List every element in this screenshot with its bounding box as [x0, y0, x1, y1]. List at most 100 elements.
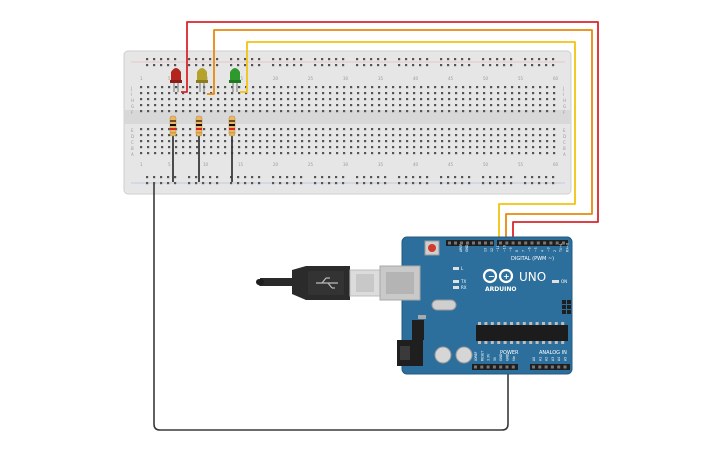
breadboard-hole[interactable] — [469, 92, 472, 95]
rail-hole[interactable] — [440, 64, 443, 67]
breadboard-hole[interactable] — [189, 146, 192, 149]
rail-hole[interactable] — [538, 58, 541, 61]
breadboard-hole[interactable] — [441, 98, 444, 101]
breadboard-hole[interactable] — [329, 128, 332, 131]
rail-hole[interactable] — [146, 64, 149, 67]
breadboard-hole[interactable] — [336, 152, 339, 155]
breadboard-hole[interactable] — [175, 92, 178, 95]
rail-hole[interactable] — [405, 176, 408, 179]
rail-hole[interactable] — [482, 58, 485, 61]
breadboard-hole[interactable] — [217, 134, 220, 137]
breadboard-hole[interactable] — [280, 98, 283, 101]
breadboard-hole[interactable] — [504, 98, 507, 101]
rail-hole[interactable] — [545, 176, 548, 179]
breadboard-hole[interactable] — [497, 92, 500, 95]
rail-hole[interactable] — [272, 182, 275, 185]
breadboard-hole[interactable] — [154, 92, 157, 95]
breadboard-hole[interactable] — [203, 152, 206, 155]
breadboard-hole[interactable] — [455, 146, 458, 149]
breadboard-hole[interactable] — [343, 152, 346, 155]
breadboard-hole[interactable] — [203, 134, 206, 137]
rail-hole[interactable] — [545, 58, 548, 61]
rail-hole[interactable] — [384, 64, 387, 67]
header-pin[interactable] — [486, 365, 490, 369]
breadboard-hole[interactable] — [147, 110, 150, 113]
breadboard-hole[interactable] — [392, 98, 395, 101]
breadboard-hole[interactable] — [350, 146, 353, 149]
breadboard-hole[interactable] — [266, 98, 269, 101]
breadboard-hole[interactable] — [329, 92, 332, 95]
breadboard-hole[interactable] — [553, 86, 556, 89]
breadboard-hole[interactable] — [217, 152, 220, 155]
breadboard-hole[interactable] — [315, 86, 318, 89]
breadboard-hole[interactable] — [238, 104, 241, 107]
rail-hole[interactable] — [216, 176, 219, 179]
rail-hole[interactable] — [293, 182, 296, 185]
rail-hole[interactable] — [419, 182, 422, 185]
rail-hole[interactable] — [237, 182, 240, 185]
breadboard-hole[interactable] — [224, 98, 227, 101]
breadboard-hole[interactable] — [469, 86, 472, 89]
breadboard-hole[interactable] — [469, 98, 472, 101]
breadboard-hole[interactable] — [483, 110, 486, 113]
rail-hole[interactable] — [545, 64, 548, 67]
breadboard-hole[interactable] — [231, 86, 234, 89]
breadboard-hole[interactable] — [161, 152, 164, 155]
header-pin[interactable] — [530, 241, 534, 245]
breadboard-hole[interactable] — [434, 104, 437, 107]
breadboard-hole[interactable] — [154, 110, 157, 113]
breadboard-hole[interactable] — [448, 104, 451, 107]
breadboard-hole[interactable] — [266, 140, 269, 143]
breadboard-hole[interactable] — [238, 92, 241, 95]
breadboard-hole[interactable] — [322, 92, 325, 95]
breadboard-hole[interactable] — [546, 110, 549, 113]
breadboard-hole[interactable] — [448, 128, 451, 131]
rail-hole[interactable] — [482, 64, 485, 67]
rail-hole[interactable] — [363, 182, 366, 185]
breadboard-hole[interactable] — [511, 104, 514, 107]
breadboard-hole[interactable] — [287, 92, 290, 95]
rail-hole[interactable] — [272, 176, 275, 179]
breadboard-hole[interactable] — [469, 134, 472, 137]
header-pin[interactable] — [562, 241, 565, 245]
breadboard-hole[interactable] — [378, 104, 381, 107]
rail-hole[interactable] — [160, 64, 163, 67]
breadboard-hole[interactable] — [357, 98, 360, 101]
breadboard-hole[interactable] — [252, 128, 255, 131]
breadboard-hole[interactable] — [371, 86, 374, 89]
breadboard-hole[interactable] — [168, 140, 171, 143]
breadboard-hole[interactable] — [217, 140, 220, 143]
breadboard-hole[interactable] — [280, 128, 283, 131]
breadboard-hole[interactable] — [385, 110, 388, 113]
rail-hole[interactable] — [314, 176, 317, 179]
rail-hole[interactable] — [489, 64, 492, 67]
header-pin[interactable] — [448, 241, 451, 245]
breadboard-hole[interactable] — [371, 104, 374, 107]
breadboard-hole[interactable] — [273, 110, 276, 113]
breadboard-hole[interactable] — [147, 128, 150, 131]
rail-hole[interactable] — [321, 176, 324, 179]
breadboard-hole[interactable] — [238, 140, 241, 143]
breadboard-hole[interactable] — [357, 152, 360, 155]
breadboard-hole[interactable] — [413, 128, 416, 131]
breadboard-hole[interactable] — [504, 146, 507, 149]
breadboard-hole[interactable] — [385, 140, 388, 143]
breadboard-hole[interactable] — [546, 152, 549, 155]
rail-hole[interactable] — [384, 58, 387, 61]
breadboard-hole[interactable] — [161, 92, 164, 95]
rail-hole[interactable] — [447, 176, 450, 179]
breadboard-hole[interactable] — [504, 86, 507, 89]
breadboard-hole[interactable] — [371, 152, 374, 155]
breadboard-hole[interactable] — [525, 104, 528, 107]
breadboard-hole[interactable] — [175, 86, 178, 89]
breadboard-hole[interactable] — [266, 86, 269, 89]
breadboard-hole[interactable] — [371, 98, 374, 101]
breadboard-hole[interactable] — [441, 110, 444, 113]
rail-hole[interactable] — [272, 58, 275, 61]
breadboard-hole[interactable] — [504, 110, 507, 113]
breadboard-hole[interactable] — [140, 104, 143, 107]
breadboard-hole[interactable] — [504, 128, 507, 131]
breadboard-hole[interactable] — [546, 134, 549, 137]
breadboard-hole[interactable] — [539, 98, 542, 101]
